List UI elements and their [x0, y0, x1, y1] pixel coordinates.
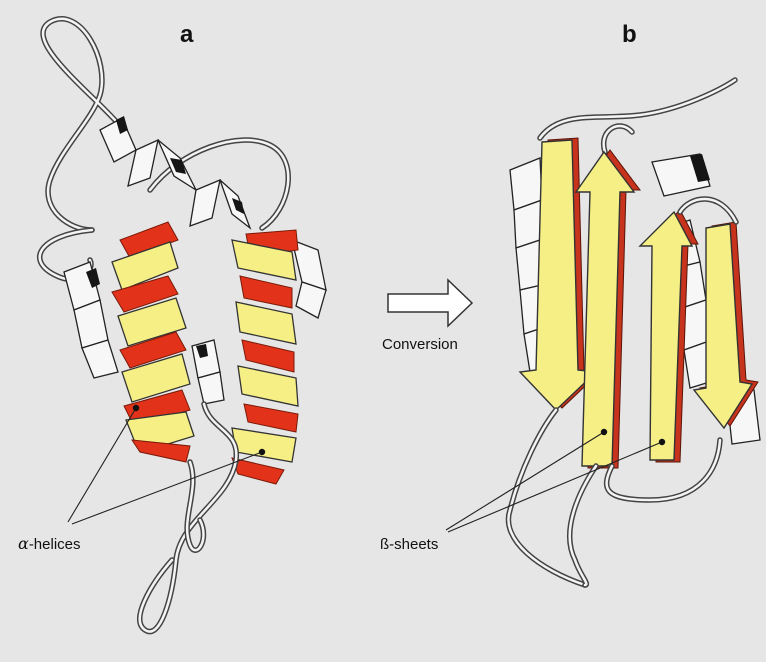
panel-a-right-coil: [292, 240, 326, 318]
sheet-2: [576, 150, 640, 468]
panel-a-left-coil: [64, 262, 118, 378]
panel-a-letter: a: [180, 21, 194, 48]
panel-a: a: [18, 19, 326, 632]
panel-b-letter: b: [622, 21, 637, 48]
helix-left: [112, 222, 194, 462]
panel-b-inner-loop: [680, 199, 736, 222]
helix-right: [232, 230, 298, 484]
panel-b-pointers: [446, 429, 665, 532]
panel-a-upper-coil: [100, 116, 250, 228]
panel-a-inner-coil: [192, 340, 224, 404]
conversion-label: Conversion: [382, 336, 458, 353]
arrow-right-icon: [388, 280, 472, 326]
conversion-arrow: Conversion: [382, 280, 472, 353]
beta-sheets-label: ß-sheets: [380, 536, 438, 553]
alpha-helices-label: α-helices: [18, 534, 81, 553]
